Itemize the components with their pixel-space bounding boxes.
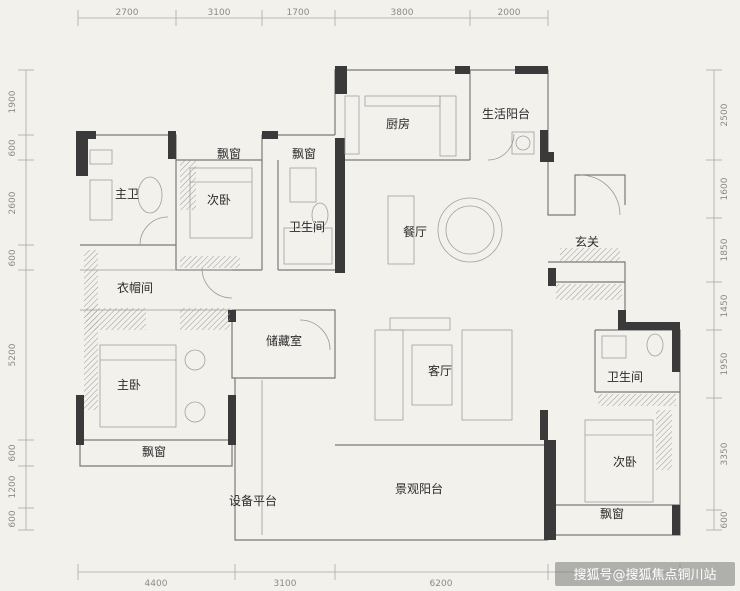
- watermark-text: 搜狐号@搜狐焦点铜川站: [573, 568, 716, 583]
- dim-left-7: 1200: [8, 475, 18, 498]
- room-label-bay-window-2: 飘窗: [292, 147, 316, 161]
- dim-left-2: 600: [8, 139, 18, 156]
- furniture: [89, 95, 664, 503]
- dim-right-7: 600: [720, 511, 730, 528]
- room-label-walk-in-closet: 衣帽间: [117, 280, 153, 295]
- dim-bottom-1: 4400: [145, 579, 168, 589]
- room-label-bathroom-east: 卫生间: [607, 370, 643, 384]
- watermark: 搜狐号@搜狐焦点铜川站: [555, 562, 735, 586]
- dim-top-5: 2000: [498, 8, 521, 18]
- room-label-dining: 餐厅: [403, 224, 427, 239]
- dim-left-4: 600: [8, 249, 18, 266]
- room-label-landscape-balcony: 景观阳台: [395, 481, 443, 496]
- dim-right-1: 2500: [720, 103, 730, 126]
- room-label-equipment-platform: 设备平台: [229, 493, 277, 508]
- room-label-bay-window-4: 飘窗: [600, 507, 624, 521]
- dim-right-2: 1600: [720, 177, 730, 200]
- room-label-bay-window-3: 飘窗: [142, 445, 166, 459]
- dim-left-1: 1900: [8, 90, 18, 113]
- dim-top-3: 1700: [287, 8, 310, 18]
- room-label-kitchen: 厨房: [386, 116, 410, 131]
- room-label-master-bedroom: 主卧: [117, 378, 141, 392]
- solid-walls: [76, 66, 680, 540]
- room-label-living: 客厅: [428, 363, 452, 378]
- room-label-service-balcony: 生活阳台: [482, 106, 530, 121]
- dim-right-6: 3350: [720, 442, 730, 465]
- dim-left-3: 2600: [8, 191, 18, 214]
- dim-left-8: 600: [8, 510, 18, 527]
- room-label-bay-window-1: 飘窗: [217, 147, 241, 161]
- room-label-second-bedroom-south: 次卧: [613, 455, 637, 469]
- dim-left-6: 600: [8, 444, 18, 461]
- dim-top-4: 3800: [391, 8, 414, 18]
- room-label-bathroom-center: 卫生间: [289, 220, 325, 234]
- dim-right-4: 1450: [720, 294, 730, 317]
- room-label-master-bath: 主卫: [115, 187, 139, 201]
- dim-right-5: 1950: [720, 352, 730, 375]
- dim-bottom-2: 3100: [274, 579, 297, 589]
- dim-right-3: 1850: [720, 238, 730, 261]
- dim-left-5: 5200: [8, 343, 18, 366]
- dim-bottom-3: 6200: [430, 579, 453, 589]
- hatched-panels: [84, 160, 676, 470]
- room-label-second-bedroom-north: 次卧: [207, 193, 231, 207]
- dim-top-2: 3100: [208, 8, 231, 18]
- dim-top-1: 2700: [116, 8, 139, 18]
- room-label-storage: 储藏室: [266, 333, 302, 348]
- room-label-foyer: 玄关: [575, 234, 599, 249]
